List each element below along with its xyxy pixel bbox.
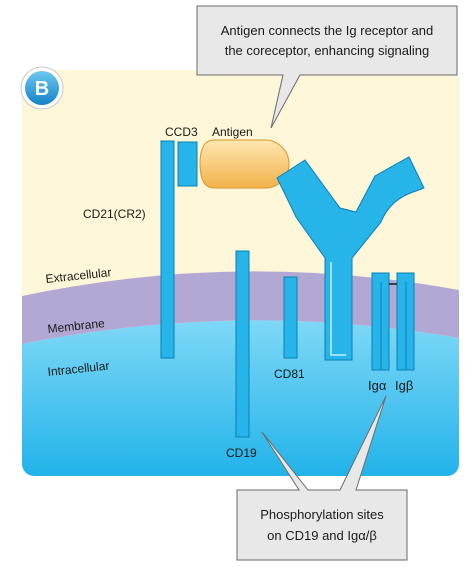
- callout-top-box: [196, 5, 458, 129]
- callout-bottom-box: [236, 395, 408, 561]
- cd19-label: CD19: [226, 446, 257, 460]
- ig-receptor-highlight: [330, 262, 346, 356]
- callout-top-line1: Antigen connects the Ig receptor and: [221, 23, 433, 38]
- antigen-shape: [199, 139, 290, 189]
- ig-receptor: [276, 156, 425, 361]
- panel-letter: B: [35, 78, 49, 100]
- membrane-label: Membrane: [47, 316, 106, 336]
- cd21-protein: [160, 140, 175, 359]
- cd19-protein: [235, 250, 250, 438]
- callout-top-line2: the coreceptor, enhancing signaling: [225, 43, 430, 58]
- callout-bottom: Phosphorylation sites on CD19 and Igα/β: [236, 395, 408, 561]
- callout-top: Antigen connects the Ig receptor and the…: [196, 5, 458, 129]
- extracellular-label: Extracellular: [45, 265, 112, 286]
- ig-alpha-label: Igα: [368, 378, 387, 393]
- panel-badge: B: [20, 66, 64, 110]
- cd81-protein: [283, 276, 298, 359]
- ig-beta-label: Igβ: [395, 378, 413, 393]
- callout-bottom-line1: Phosphorylation sites: [260, 507, 384, 522]
- ccd3-protein: [177, 141, 198, 187]
- callout-bottom-line2: on CD19 and Igα/β: [267, 528, 377, 543]
- ccd3-label: CCD3: [165, 125, 198, 139]
- antigen-label: Antigen: [212, 125, 253, 139]
- cd21-label: CD21(CR2): [83, 207, 146, 221]
- intracellular-label: Intracellular: [47, 359, 110, 379]
- cd81-label: CD81: [274, 367, 305, 381]
